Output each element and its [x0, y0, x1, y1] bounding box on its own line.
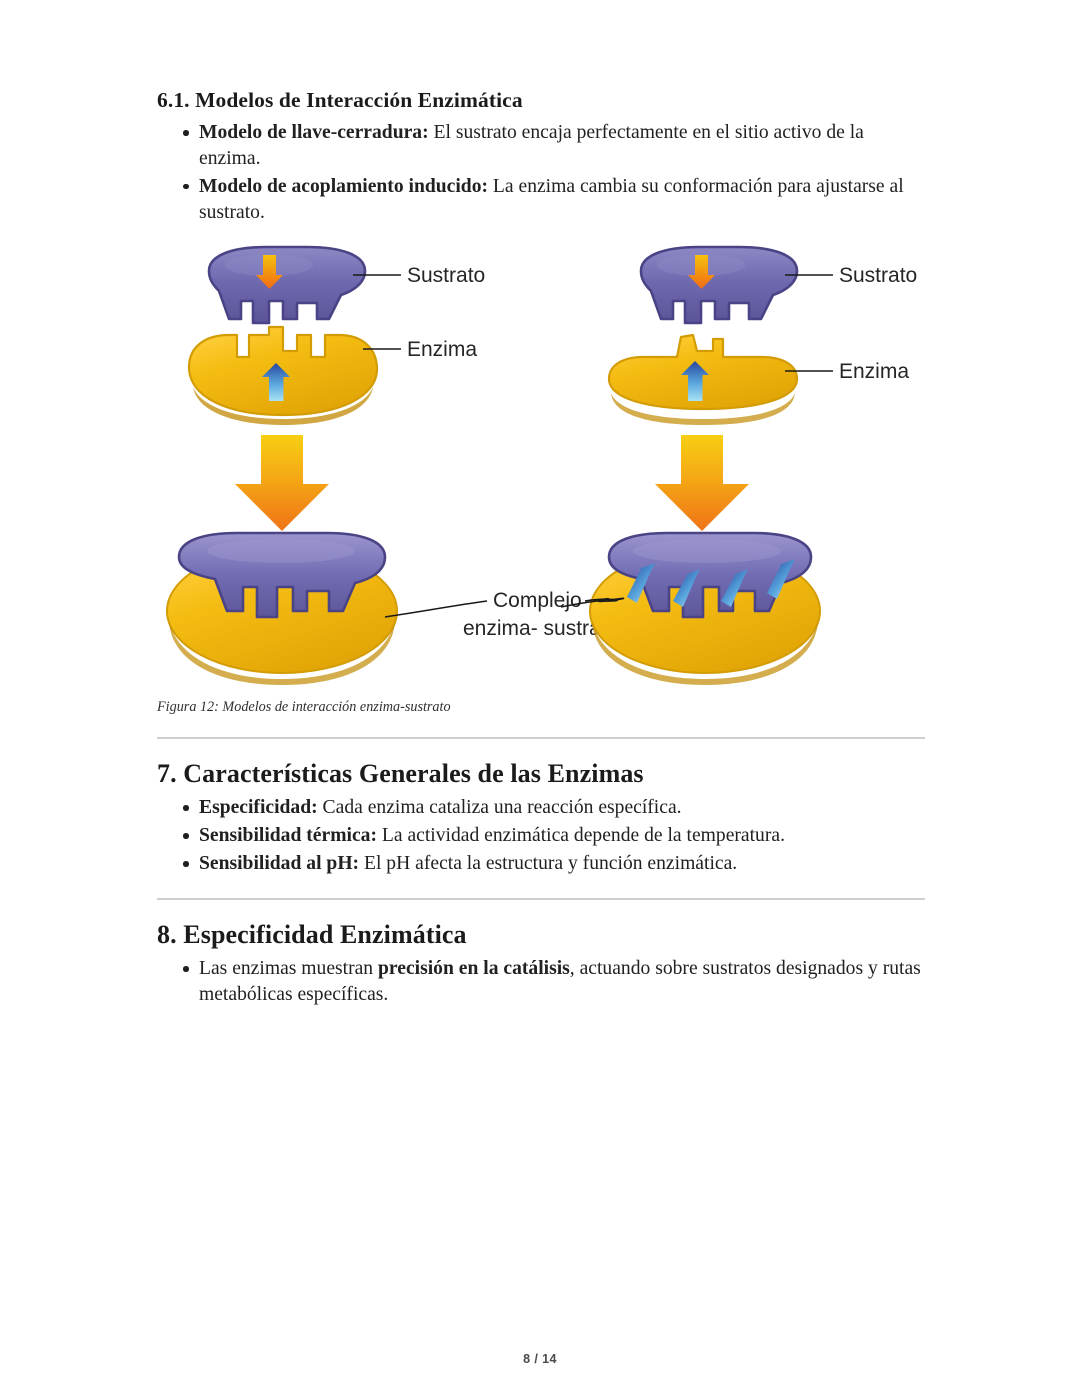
substrate-shape-left — [207, 246, 367, 325]
bullet-term: Sensibilidad térmica: — [199, 825, 377, 847]
leader-line-spacer — [606, 597, 625, 603]
list-item: Sensibilidad térmica: La actividad enzim… — [157, 823, 925, 849]
arrow-glyph — [262, 363, 290, 402]
section-6-1-bullet-list: Modelo de llave-cerradura: El sustrato e… — [157, 120, 925, 225]
list-item: Modelo de llave-cerradura: El sustrato e… — [157, 120, 925, 172]
bullet-bold: precisión en la catálisis — [378, 958, 570, 980]
arrow-glyph — [721, 569, 748, 608]
arrow-glyph — [681, 361, 709, 402]
bullet-text: La actividad enzimática depende de la te… — [376, 825, 785, 847]
figure-caption: Figura 12: Modelos de interacción enzima… — [157, 699, 451, 716]
label-text-line2: enzima- sustrato — [463, 617, 618, 640]
arrow-glyph — [673, 569, 700, 608]
list-item: Las enzimas muestran precisión en la cat… — [157, 956, 925, 1008]
enzyme-shadow — [193, 387, 373, 426]
lock-and-key-model: Sustrato Enzima — [166, 246, 488, 686]
section-7: 7. Características Generales de las Enzi… — [157, 759, 925, 877]
list-item: Especificidad: Cada enzima cataliza una … — [157, 795, 925, 821]
figure-12: Sustrato Enzima — [157, 239, 925, 697]
leader-line-complex-bridge — [584, 598, 618, 603]
enzyme-interaction-diagram: Sustrato Enzima — [166, 246, 917, 686]
section-6-1: 6.1. Modelos de Interacción Enzimática M… — [157, 88, 925, 225]
complex-substrate-body — [177, 532, 387, 619]
enzyme-shape-right — [607, 334, 799, 426]
enzyme-substrate-complex-left — [166, 532, 398, 686]
blue-up-arrow-small-right — [681, 361, 709, 402]
section-7-heading: 7. Características Generales de las Enzi… — [157, 759, 644, 789]
arrow-glyph — [627, 563, 655, 604]
bullet-text: El pH afecta la estructura y función enz… — [359, 853, 738, 875]
big-orange-arrow-left — [235, 435, 329, 532]
section-7-bullet-list: Especificidad: Cada enzima cataliza una … — [157, 795, 925, 877]
section-6-1-heading: 6.1. Modelos de Interacción Enzimática — [157, 88, 523, 112]
arrow-glyph — [235, 435, 329, 532]
section-divider-2 — [157, 898, 925, 901]
orange-down-arrow-small-right — [688, 255, 715, 290]
bullet-text: Cada enzima cataliza una reacción especí… — [317, 797, 682, 819]
page-content: 6.1. Modelos de Interacción Enzimática M… — [157, 88, 925, 1010]
label-enzyme-substrate-complex: Complejo enzima- sustrato — [463, 589, 618, 640]
arrow-glyph — [256, 255, 283, 290]
big-orange-arrow-right — [655, 435, 749, 532]
orange-down-arrow-small-left — [256, 255, 283, 290]
bullet-text: El sustrato encaja perfectamente en el s… — [199, 122, 864, 169]
complex-substrate-highlight — [633, 539, 781, 564]
label-enzyme-right: Enzima — [785, 360, 909, 383]
arrow-glyph — [688, 255, 715, 290]
bullet-term: Modelo de acoplamiento inducido: — [199, 175, 489, 197]
bullet-text: La enzima cambia su conformación para aj… — [199, 175, 904, 223]
page-number: 8 / 14 — [523, 1352, 557, 1366]
substrate-body — [639, 246, 799, 325]
arrow-glyph — [655, 435, 749, 532]
bullet-suffix: , actuando sobre sustratos designados y … — [199, 958, 921, 1005]
label-substrate-left: Sustrato — [353, 264, 485, 287]
bullet-prefix: Las enzimas muestran — [199, 958, 379, 980]
label-text: Sustrato — [839, 264, 917, 287]
section-8-bullet-list: Las enzimas muestran precisión en la cat… — [157, 956, 925, 1008]
label-text-line1: Complejo — [493, 589, 582, 612]
section-divider-1 — [157, 737, 925, 740]
list-item: Sensibilidad al pH: El pH afecta la estr… — [157, 851, 925, 877]
label-text: Enzima — [839, 360, 909, 383]
section-8-heading: 8. Especificidad Enzimática — [157, 920, 467, 950]
blue-up-arrow-small-left — [262, 363, 290, 402]
arrow-glyph — [767, 559, 795, 600]
label-text: Sustrato — [407, 264, 485, 287]
enzyme-substrate-complex-right — [589, 532, 821, 686]
conformational-change-arrows — [627, 559, 795, 608]
bullet-term: Especificidad: — [199, 797, 318, 819]
substrate-body — [207, 246, 367, 325]
leader-line-complex-left — [384, 600, 488, 619]
label-text: Enzima — [407, 338, 477, 361]
bullet-term: Sensibilidad al pH: — [199, 853, 360, 875]
induced-fit-model: Sustrato Enzima — [560, 246, 917, 686]
enzyme-shadow — [611, 393, 795, 426]
label-enzyme-left: Enzima — [363, 338, 477, 361]
section-8: 8. Especificidad Enzimática Las enzimas … — [157, 920, 925, 1008]
list-item: Modelo de acoplamiento inducido: La enzi… — [157, 174, 925, 226]
label-substrate-right: Sustrato — [785, 264, 917, 287]
complex-substrate-highlight — [207, 539, 355, 564]
bullet-term: Modelo de llave-cerradura: — [199, 122, 429, 143]
substrate-shape-right — [639, 246, 799, 325]
